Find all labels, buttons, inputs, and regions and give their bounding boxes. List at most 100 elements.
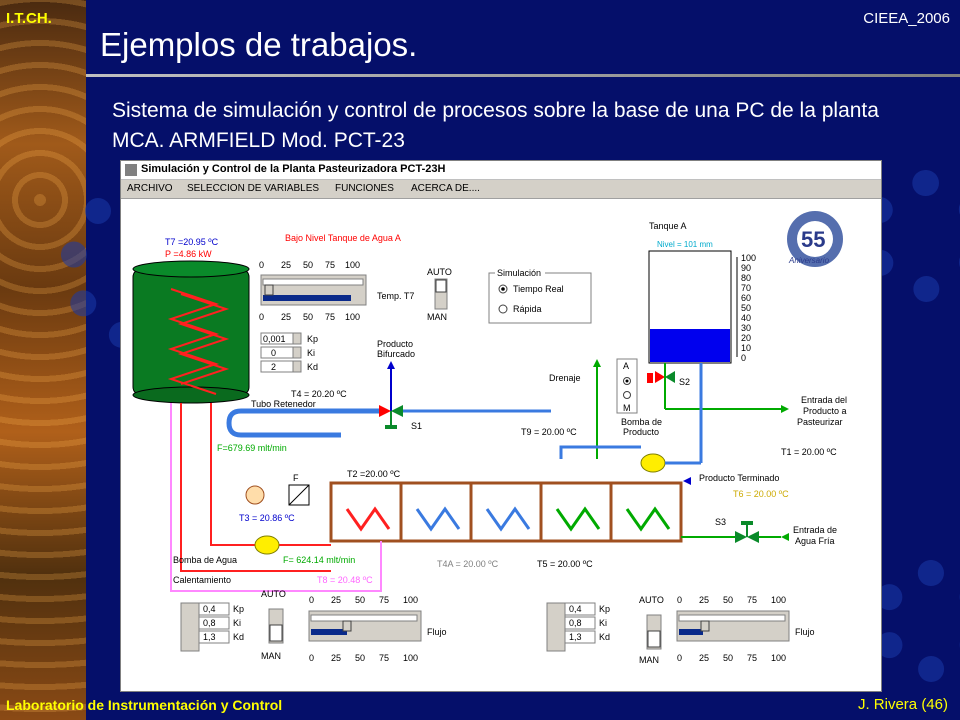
background-left-texture [0,0,86,720]
ki-input[interactable] [564,616,596,630]
scale-tick: 25 [331,653,341,663]
radio-tiempo-real-label: Tiempo Real [513,284,564,294]
man-label: MAN [427,312,447,322]
scale-tick: 75 [379,653,389,663]
scale-tick: 100 [771,653,786,663]
tank-scale-tick: 70 [741,283,751,293]
pid-controls-3: 0,4 0,8 1,3 Kp Ki Kd [546,602,610,652]
flow-reading-1: F=679.69 mlt/min [217,443,287,453]
scale-tick: 0 [259,312,264,322]
process-diagram: T7 =20.95 ºC P =4.86 kW Bajo Nivel Tanqu… [132,211,847,665]
menu-funciones[interactable]: FUNCIONES [335,183,394,194]
heater-element-icon [245,485,265,505]
kp-input[interactable] [564,602,596,616]
radio-selected-dot [501,287,505,291]
menu-seleccion-variables[interactable]: SELECCION DE VARIABLES [187,183,320,194]
product-return-pipe [559,445,641,459]
menu-archivo[interactable]: ARCHIVO [127,183,173,194]
logo-text: Aniversario [788,256,830,265]
flujo-slider-1[interactable]: 0 25 50 75 100 0 25 50 75 100 [308,595,422,663]
pid3-spinners[interactable] [546,602,566,652]
alarm-message: Bajo Nivel Tanque de Agua A [285,233,401,243]
nivel-reading: Nivel = 101 mm [657,240,713,249]
footer-lab-name: Laboratorio de Instrumentación y Control [6,697,283,713]
calentamiento-label: Calentamiento [173,575,231,585]
selector-m-radio[interactable] [623,391,631,399]
selector-m-label: M [623,403,631,413]
tank-scale-tick: 10 [741,343,751,353]
window-app-icon [125,164,137,176]
scale-tick: 25 [699,595,709,605]
valve-s2[interactable] [647,371,675,383]
kd-value: 1,3 [203,632,216,642]
ki-value: 0 [271,348,276,358]
title-underline [86,74,960,77]
scale-tick: 50 [355,595,365,605]
kd-input[interactable] [198,630,230,644]
temp-t7-slider[interactable]: 0 25 50 75 100 0 25 50 75 100 [259,260,367,322]
flujo-slider-2[interactable]: 0 25 50 75 100 0 25 50 75 100 [676,595,790,663]
tank-scale-tick: 50 [741,303,751,313]
kd-label: Kd [233,632,244,642]
arrow-left-icon [781,533,789,541]
tank-scale-tick: 30 [741,323,751,333]
slide-title: Ejemplos de trabajos. [100,26,418,63]
t3-reading: T3 = 20.86 ºC [239,513,295,523]
scale-tick: 25 [331,595,341,605]
ki-spinner[interactable] [292,346,302,359]
kp-input[interactable] [198,602,230,616]
kd-input[interactable] [564,630,596,644]
scale-tick: 75 [747,653,757,663]
scale-tick: 100 [345,260,360,270]
hot-water-return-pipe [210,403,331,546]
flow-reading-2: F= 624.14 mlt/min [283,555,355,565]
tubo-retenedor-label: Tubo Retenedor [251,399,316,409]
kd-label: Kd [307,362,318,372]
t9-reading: T9 = 20.00 ºC [521,427,577,437]
ki-input[interactable] [260,346,294,359]
scale-tick: 75 [325,260,335,270]
scale-tick: 75 [747,595,757,605]
kd-input[interactable] [260,360,294,373]
f-label: F [293,473,299,483]
slide-subtitle: Sistema de simulación y control de proce… [112,99,879,152]
switch-knob [269,624,283,642]
ki-value: 0,8 [203,618,216,628]
arrow-up-icon [593,359,601,367]
t6-reading: T6 = 20.00 ºC [733,489,789,499]
drenaje-label: Drenaje [549,373,581,383]
producto-terminado-label: Producto Terminado [699,473,779,483]
menu-bar: ARCHIVO SELECCION DE VARIABLES FUNCIONES… [121,180,881,199]
t4a-reading: T4A = 20.00 ºC [437,559,499,569]
radio-selected-dot [625,379,629,383]
tank-scale-tick: 20 [741,333,751,343]
selector-am[interactable] [616,358,638,414]
entrada-producto-label: Entrada del [801,395,847,405]
arrow-left-icon [683,477,691,485]
pid2-spinners[interactable] [180,602,200,652]
bomba-producto-icon[interactable] [640,453,666,473]
menu-acerca-de[interactable]: ACERCA DE.... [411,183,480,194]
scale-tick: 50 [723,653,733,663]
bomba-agua-icon[interactable] [254,535,280,555]
t4-reading: T4 = 20.20 ºC [291,389,347,399]
ki-input[interactable] [198,616,230,630]
scale-tick: 50 [355,653,365,663]
heating-tank [132,260,250,404]
kp-label: Kp [307,334,318,344]
kp-spinner[interactable] [292,332,302,345]
kd-spinner[interactable] [292,360,302,373]
ki-label: Ki [233,618,241,628]
valve-s1[interactable] [379,405,403,429]
ki-value: 0,8 [569,618,582,628]
hot-water-pipe [180,403,331,572]
scale-tick: 75 [379,595,389,605]
radio-rapida[interactable] [498,304,508,314]
switch-knob [647,630,661,648]
logo-number: 55 [801,227,825,252]
valve-s3[interactable] [735,521,759,543]
scale-tick: 50 [723,595,733,605]
anniversary-logo: 55 Aniversario [787,211,843,267]
flujo-label: Flujo [427,627,447,637]
scale-tick: 25 [699,653,709,663]
